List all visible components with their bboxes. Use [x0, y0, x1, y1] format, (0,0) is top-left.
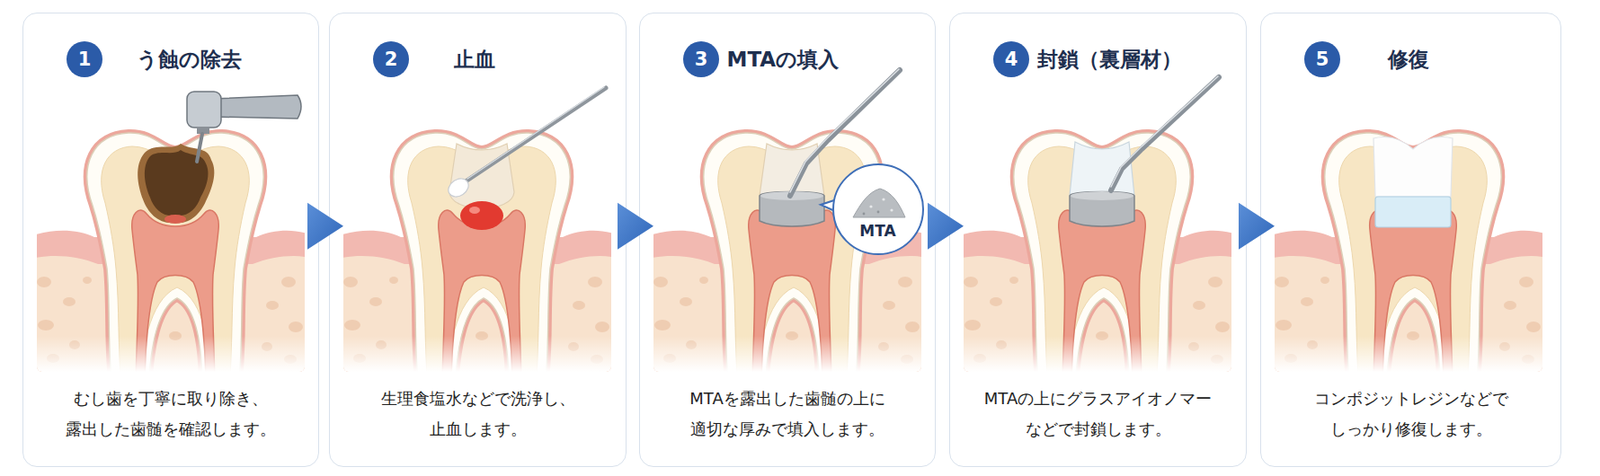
- step1-illustration: [22, 91, 320, 391]
- step-title: 修復: [1387, 43, 1430, 76]
- step5-illustration: [1260, 133, 1557, 391]
- placement-instrument: [1111, 77, 1219, 191]
- arrow-line: [319, 224, 329, 228]
- caries-halo: [137, 143, 214, 223]
- composite-resin: [1373, 137, 1453, 198]
- mta-callout-circle: MTA: [832, 163, 925, 256]
- step-panel: 4封鎖（裏層材） MTAの上にグラスアイオノマー などで封鎖します。: [949, 12, 1247, 468]
- cotton-pellet: [444, 175, 472, 201]
- step-number-badge: 4: [993, 41, 1030, 78]
- fade: [1274, 336, 1543, 373]
- step-panel: 5 修復コンポジットレジンなどで しっかり修復します。: [1260, 12, 1562, 468]
- step-number-badge: 1: [66, 41, 103, 78]
- arrow-line: [935, 224, 950, 228]
- handpiece-head: [186, 91, 222, 128]
- exposed-pulp: [164, 214, 187, 224]
- arrow-head: [307, 203, 344, 250]
- step-panel: 1 う蝕の除去むし歯を丁寧に取り除き、 露出した歯髄を確認します。: [22, 12, 320, 468]
- step-caption: MTAの上にグラスアイオノマー などで封鎖します。: [957, 383, 1239, 445]
- step-title: 封鎖（裏層材）: [1037, 43, 1183, 76]
- powder-grain: [862, 213, 866, 216]
- powder-grain: [889, 208, 893, 212]
- fade: [653, 336, 922, 373]
- arrow-head: [617, 203, 654, 250]
- tooth: [653, 133, 922, 373]
- mta-layer-top: [1070, 191, 1134, 201]
- tooth: [1274, 133, 1543, 373]
- powder-grain: [877, 211, 880, 214]
- step-arrow: [617, 203, 654, 250]
- powder-grain: [881, 197, 885, 201]
- mta-powder: [853, 188, 906, 218]
- fade: [963, 336, 1232, 373]
- step-caption: むし歯を丁寧に取り除き、 露出した歯髄を確認します。: [30, 383, 312, 445]
- step-number: 4: [993, 41, 1030, 78]
- fade: [36, 336, 305, 373]
- tooth: [36, 133, 305, 373]
- step-arrow: [307, 203, 344, 250]
- tooth: [343, 133, 612, 373]
- step-caption: 生理食塩水などで洗浄し、 止血します。: [337, 383, 619, 445]
- step-title: う蝕の除去: [136, 43, 242, 76]
- applicator-stick-shine: [467, 87, 605, 179]
- step-number: 1: [66, 41, 103, 78]
- step-panel: 2 止血生理食塩水などで洗浄し、 止血します。: [328, 12, 627, 468]
- mta-layer: [1069, 192, 1135, 228]
- step-number: 2: [373, 41, 409, 78]
- step-number: 5: [1304, 41, 1341, 78]
- step-title: MTAの填入: [727, 43, 840, 76]
- arrow-head: [927, 203, 964, 250]
- handpiece-handle: [213, 95, 302, 119]
- step-panel: 3MTA MTAの填入 MTAを露出した歯髄の上に 適切な厚みで填入します。: [639, 12, 936, 468]
- bleeding: [460, 201, 504, 231]
- placement-instrument-shine: [1111, 76, 1218, 187]
- callout-fill: [833, 164, 924, 255]
- step2-illustration: [328, 87, 626, 391]
- tooth: [963, 133, 1232, 373]
- step-caption: MTAを露出した歯髄の上に 適切な厚みで填入します。: [647, 383, 928, 445]
- step-caption: コンポジットレジンなどで しっかり修復します。: [1268, 383, 1554, 445]
- liner-layer: [1375, 196, 1451, 228]
- applicator-stick: [465, 88, 606, 182]
- step-number: 3: [683, 41, 720, 78]
- step-number-badge: 5: [1304, 41, 1341, 78]
- step4-illustration: [949, 76, 1246, 391]
- bleeding-highlight: [469, 206, 480, 214]
- powder-grain: [869, 204, 872, 208]
- step-title: 止血: [453, 43, 496, 76]
- step-arrow: [927, 203, 964, 250]
- step-arrow: [1238, 203, 1275, 250]
- bur: [196, 133, 203, 162]
- step-number-badge: 2: [373, 41, 409, 78]
- fade: [343, 336, 612, 373]
- step-number-badge: 3: [683, 41, 720, 78]
- step3-illustration: [639, 69, 936, 391]
- arrow-head: [1238, 203, 1275, 250]
- arrow-line: [626, 224, 640, 228]
- arrow-line: [1246, 224, 1261, 228]
- callout-label: MTA: [834, 221, 923, 241]
